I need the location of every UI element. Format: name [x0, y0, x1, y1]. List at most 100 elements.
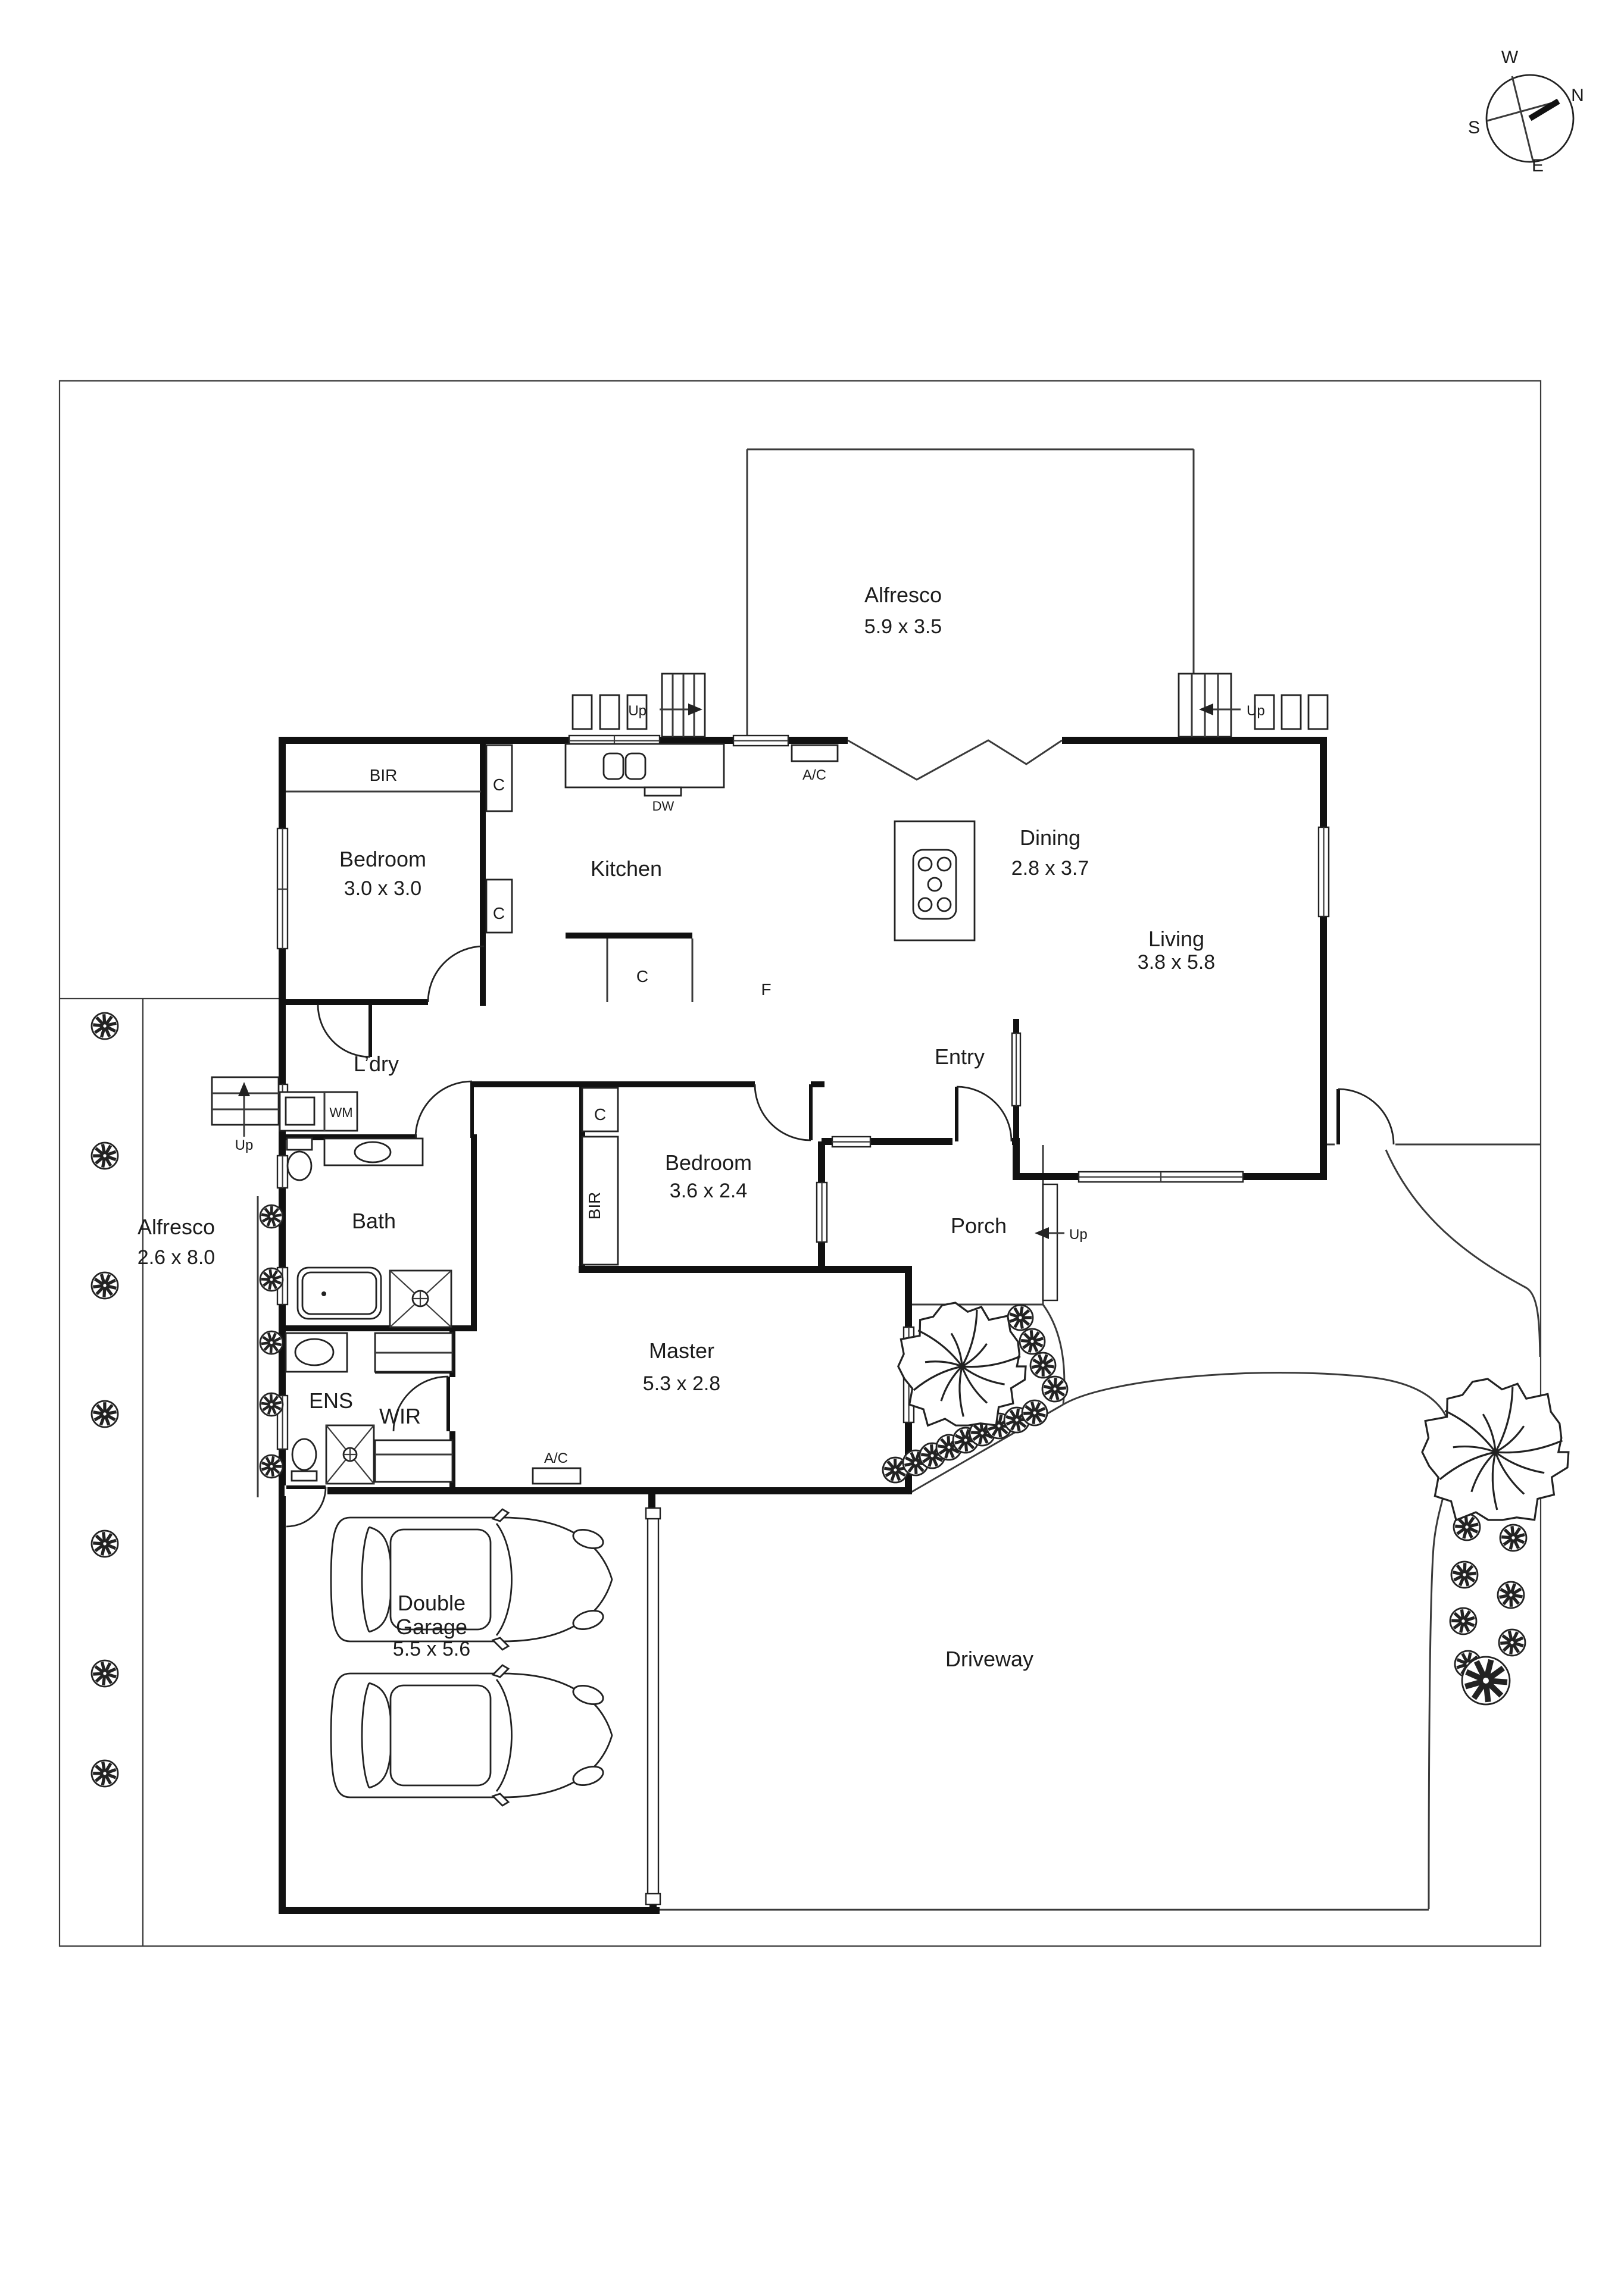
- door-laundry: [317, 1004, 372, 1058]
- up-arrow-icon: [238, 1082, 250, 1096]
- shower: [389, 1269, 452, 1328]
- closet-box: [485, 744, 513, 812]
- up-arrow-icon: [1035, 1227, 1049, 1239]
- label-up-living-stairs: Up: [1247, 703, 1265, 719]
- alfresco-rear-outline: [746, 448, 1195, 737]
- shrub-icon: [90, 1659, 119, 1688]
- shrub-icon: [1450, 1560, 1479, 1589]
- shrub-icon: [882, 1456, 909, 1484]
- stairs-rear-kitchen: [660, 672, 706, 738]
- room-label-porch: Porch: [951, 1213, 1007, 1238]
- window: [1011, 1032, 1022, 1107]
- shrub-icon: [1499, 1524, 1528, 1552]
- toilet-base: [291, 1470, 318, 1482]
- room-label-bedroom2: Bedroom: [665, 1150, 752, 1175]
- label-closet: C: [493, 904, 505, 922]
- shrub-icon: [1041, 1375, 1069, 1403]
- window: [732, 734, 789, 747]
- label-closet: C: [636, 967, 648, 986]
- room-dims-garage: 5.5 x 5.6: [393, 1638, 470, 1660]
- windows: [276, 734, 1330, 1450]
- window: [276, 827, 289, 950]
- shrub-icon: [259, 1454, 284, 1479]
- property-boundary: [58, 380, 1542, 1947]
- room-label-bedroom1: Bedroom: [339, 847, 426, 871]
- bir-box: [581, 1136, 619, 1266]
- room-label-entry: Entry: [935, 1044, 985, 1069]
- toilet: [291, 1438, 317, 1471]
- shrub-icon: [1453, 1513, 1481, 1541]
- room-dims-master: 5.3 x 2.8: [643, 1372, 720, 1395]
- toilet: [286, 1150, 313, 1181]
- toilet-cistern: [286, 1137, 313, 1151]
- window: [831, 1136, 872, 1148]
- room-dims-alfresco-rear: 5.9 x 3.5: [864, 615, 942, 638]
- room-dims-living: 3.8 x 5.8: [1138, 951, 1215, 974]
- label-dw: DW: [652, 799, 674, 814]
- shrub-icon: [1029, 1352, 1057, 1379]
- label-up-kitchen-stairs: Up: [628, 703, 647, 719]
- window: [1078, 1171, 1244, 1183]
- room-dims-dining: 2.8 x 3.7: [1011, 857, 1089, 880]
- doors: [285, 945, 1395, 1906]
- label-bir-bedroom2: BIR: [585, 1192, 604, 1220]
- ac-unit: [532, 1467, 582, 1485]
- up-arrow-icon: [1199, 703, 1213, 715]
- basin: [354, 1141, 392, 1163]
- shrub-icon: [1021, 1399, 1048, 1427]
- wir-shelf: [374, 1439, 454, 1483]
- sink: [624, 752, 647, 780]
- kitchen-fixtures: [564, 743, 976, 941]
- door-bedroom1: [427, 945, 486, 1003]
- ac-unit: [791, 744, 839, 762]
- room-dims-bedroom1: 3.0 x 3.0: [344, 877, 421, 900]
- window: [1317, 826, 1330, 918]
- compass-west: W: [1501, 48, 1519, 67]
- sink: [602, 752, 624, 780]
- shrub-icon: [902, 1449, 929, 1477]
- shrub-icon: [90, 1141, 119, 1170]
- room-label-master: Master: [649, 1338, 714, 1363]
- shrub-icon: [1449, 1607, 1478, 1635]
- room-label-ens: ENS: [309, 1388, 353, 1413]
- shrub-icon: [259, 1330, 284, 1355]
- laundry-trough: [285, 1096, 316, 1126]
- closets: [286, 744, 619, 1483]
- window: [816, 1181, 828, 1243]
- compass-south: S: [1468, 118, 1480, 137]
- room-labels: Alfresco 5.9 x 3.5 Bedroom 3.0 x 3.0 Kit…: [138, 583, 1215, 1671]
- shrub-icon: [90, 1759, 119, 1788]
- shrub-icon: [259, 1204, 284, 1229]
- door-wir: [392, 1375, 450, 1432]
- label-closet: C: [493, 775, 505, 794]
- shrub-icon: [90, 1271, 119, 1300]
- room-label-alfresco-side: Alfresco: [138, 1215, 215, 1239]
- bath-fixtures: [286, 1137, 452, 1328]
- door-side-gate: [1336, 1088, 1395, 1145]
- room-label-garage-2: Garage: [396, 1615, 467, 1639]
- shrub-icon: [259, 1267, 284, 1292]
- feature-labels: BIR BIR C C C C F WM DW A/C A/C Up Up Up…: [235, 703, 1265, 1466]
- shrub-icon: [1498, 1628, 1526, 1657]
- stairs-rear-living: [1178, 672, 1241, 738]
- label-fridge: F: [761, 980, 771, 999]
- tree-icon: [897, 1302, 1027, 1427]
- shrub-icon: [90, 1012, 119, 1040]
- closet-box: [581, 1087, 619, 1133]
- room-label-dining: Dining: [1020, 825, 1080, 850]
- room-dims-alfresco-side: 2.6 x 8.0: [138, 1246, 215, 1269]
- basin: [294, 1338, 335, 1366]
- label-closet: C: [594, 1105, 606, 1124]
- garage-roller-door: [645, 1507, 661, 1906]
- compass-east: E: [1532, 156, 1544, 176]
- room-label-driveway: Driveway: [945, 1647, 1033, 1671]
- compass-north: N: [1571, 86, 1584, 105]
- label-ac-master: A/C: [544, 1450, 568, 1466]
- shrub-icon: [90, 1400, 119, 1428]
- room-label-garage-1: Double: [398, 1591, 466, 1615]
- door-front: [955, 1086, 1013, 1142]
- room-label-alfresco-rear: Alfresco: [864, 583, 942, 607]
- shrub-icon: [1497, 1581, 1525, 1609]
- tree-icon: [1421, 1378, 1570, 1522]
